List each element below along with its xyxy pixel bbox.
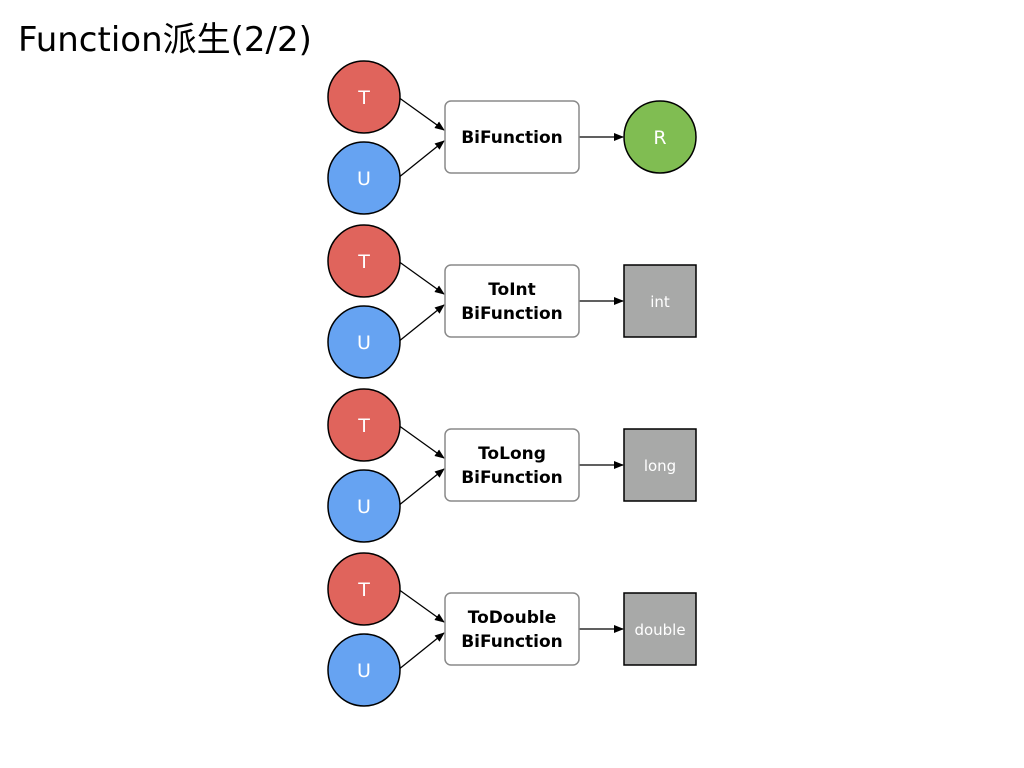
type-u-label: U bbox=[357, 332, 371, 354]
type-u-node bbox=[327, 305, 401, 379]
type-u-node bbox=[327, 141, 401, 215]
arrow-t-to-function bbox=[397, 424, 445, 459]
type-u-label: U bbox=[357, 168, 371, 190]
function-name-line: BiFunction bbox=[461, 304, 563, 324]
type-t-node bbox=[327, 224, 401, 298]
function-name-line: BiFunction bbox=[461, 632, 563, 652]
type-u-node bbox=[327, 469, 401, 543]
slide-title: Function派生(2/2) bbox=[18, 20, 312, 60]
return-type-label: R bbox=[653, 127, 666, 149]
type-t-node bbox=[327, 60, 401, 134]
arrow-t-to-function bbox=[397, 260, 445, 295]
function-name-line: ToInt bbox=[488, 280, 536, 300]
diagram-row: T U BiFunction R bbox=[327, 60, 697, 215]
function-name-line: ToDouble bbox=[468, 608, 556, 628]
primitive-type-box bbox=[623, 428, 697, 502]
type-t-label: T bbox=[357, 87, 370, 109]
function-box bbox=[444, 592, 580, 666]
return-type-node bbox=[623, 100, 697, 174]
function-name-line: ToLong bbox=[478, 444, 546, 464]
primitive-type-label: long bbox=[644, 457, 676, 475]
function-box bbox=[444, 100, 580, 174]
primitive-type-box bbox=[623, 592, 697, 666]
type-u-node bbox=[327, 633, 401, 707]
arrow-u-to-function bbox=[397, 304, 445, 343]
primitive-type-label: double bbox=[634, 621, 685, 639]
arrow-u-to-function bbox=[397, 468, 445, 507]
arrow-t-to-function bbox=[397, 588, 445, 623]
type-t-node bbox=[327, 388, 401, 462]
function-box bbox=[444, 428, 580, 502]
type-t-node bbox=[327, 552, 401, 626]
arrow-t-to-function bbox=[397, 96, 445, 131]
type-u-label: U bbox=[357, 496, 371, 518]
function-name-line: BiFunction bbox=[461, 468, 563, 488]
primitive-type-box bbox=[623, 264, 697, 338]
type-t-label: T bbox=[357, 415, 370, 437]
arrow-u-to-function bbox=[397, 140, 445, 179]
function-box bbox=[444, 264, 580, 338]
arrow-u-to-function bbox=[397, 632, 445, 671]
type-t-label: T bbox=[357, 251, 370, 273]
type-t-label: T bbox=[357, 579, 370, 601]
function-name-line: BiFunction bbox=[461, 128, 563, 148]
type-u-label: U bbox=[357, 660, 371, 682]
primitive-type-label: int bbox=[650, 293, 670, 311]
